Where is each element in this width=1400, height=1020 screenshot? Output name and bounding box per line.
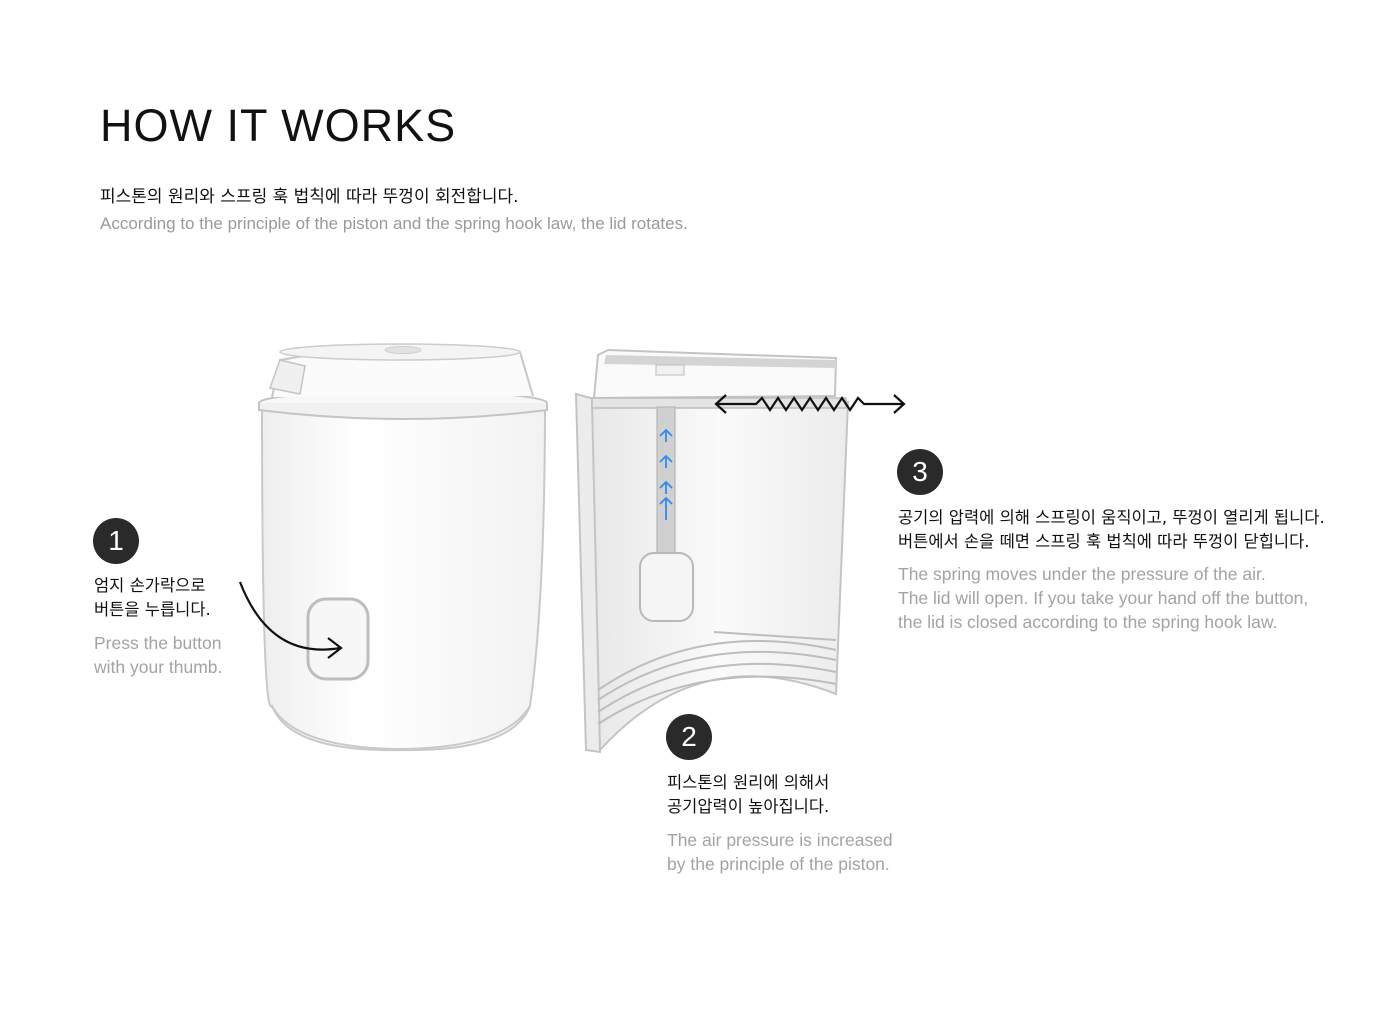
step-2-english-line-2: by the principle of the piston. <box>667 854 890 874</box>
step-1-english-line-1: Press the button <box>94 633 222 653</box>
step-1-korean-line-1: 엄지 손가락으로 <box>94 576 206 595</box>
page-title: HOW IT WORKS <box>100 100 457 151</box>
step-3-english-line-1: The spring moves under the pressure of t… <box>898 564 1266 584</box>
step-1-korean-line-2: 버튼을 누릅니다. <box>94 600 211 619</box>
step-2-badge: 2 <box>666 714 712 760</box>
press-button <box>306 597 370 681</box>
subtitle-korean: 피스톤의 원리와 스프링 훅 법칙에 따라 뚜껑이 회전합니다. <box>100 187 519 207</box>
cutaway-container <box>574 348 850 754</box>
step-2-korean-line-2: 공기압력이 높아집니다. <box>667 797 830 816</box>
step-3-korean-line-2: 버튼에서 손을 떼면 스프링 훅 법칙에 따라 뚜껑이 닫힙니다. <box>898 532 1310 551</box>
up-arrow-icon <box>659 428 673 520</box>
spring-arrow-icon <box>714 394 906 414</box>
step-1-english-line-2: with your thumb. <box>94 657 223 677</box>
step-3-english-line-3: the lid is closed according to the sprin… <box>898 612 1278 632</box>
step-1-badge: 1 <box>93 518 139 564</box>
step-3-english-line-2: The lid will open. If you take your hand… <box>898 588 1309 608</box>
subtitle-english: According to the principle of the piston… <box>100 214 688 233</box>
step-3-korean-line-1: 공기의 압력에 의해 스프링이 움직이고, 뚜껑이 열리게 됩니다. <box>898 508 1325 527</box>
step-2-english-line-1: The air pressure is increased <box>667 830 893 850</box>
step-3-badge: 3 <box>897 449 943 495</box>
step-2-korean-line-1: 피스톤의 원리에 의해서 <box>667 773 830 792</box>
curved-arrow-icon <box>238 581 343 659</box>
closed-container <box>258 343 548 752</box>
